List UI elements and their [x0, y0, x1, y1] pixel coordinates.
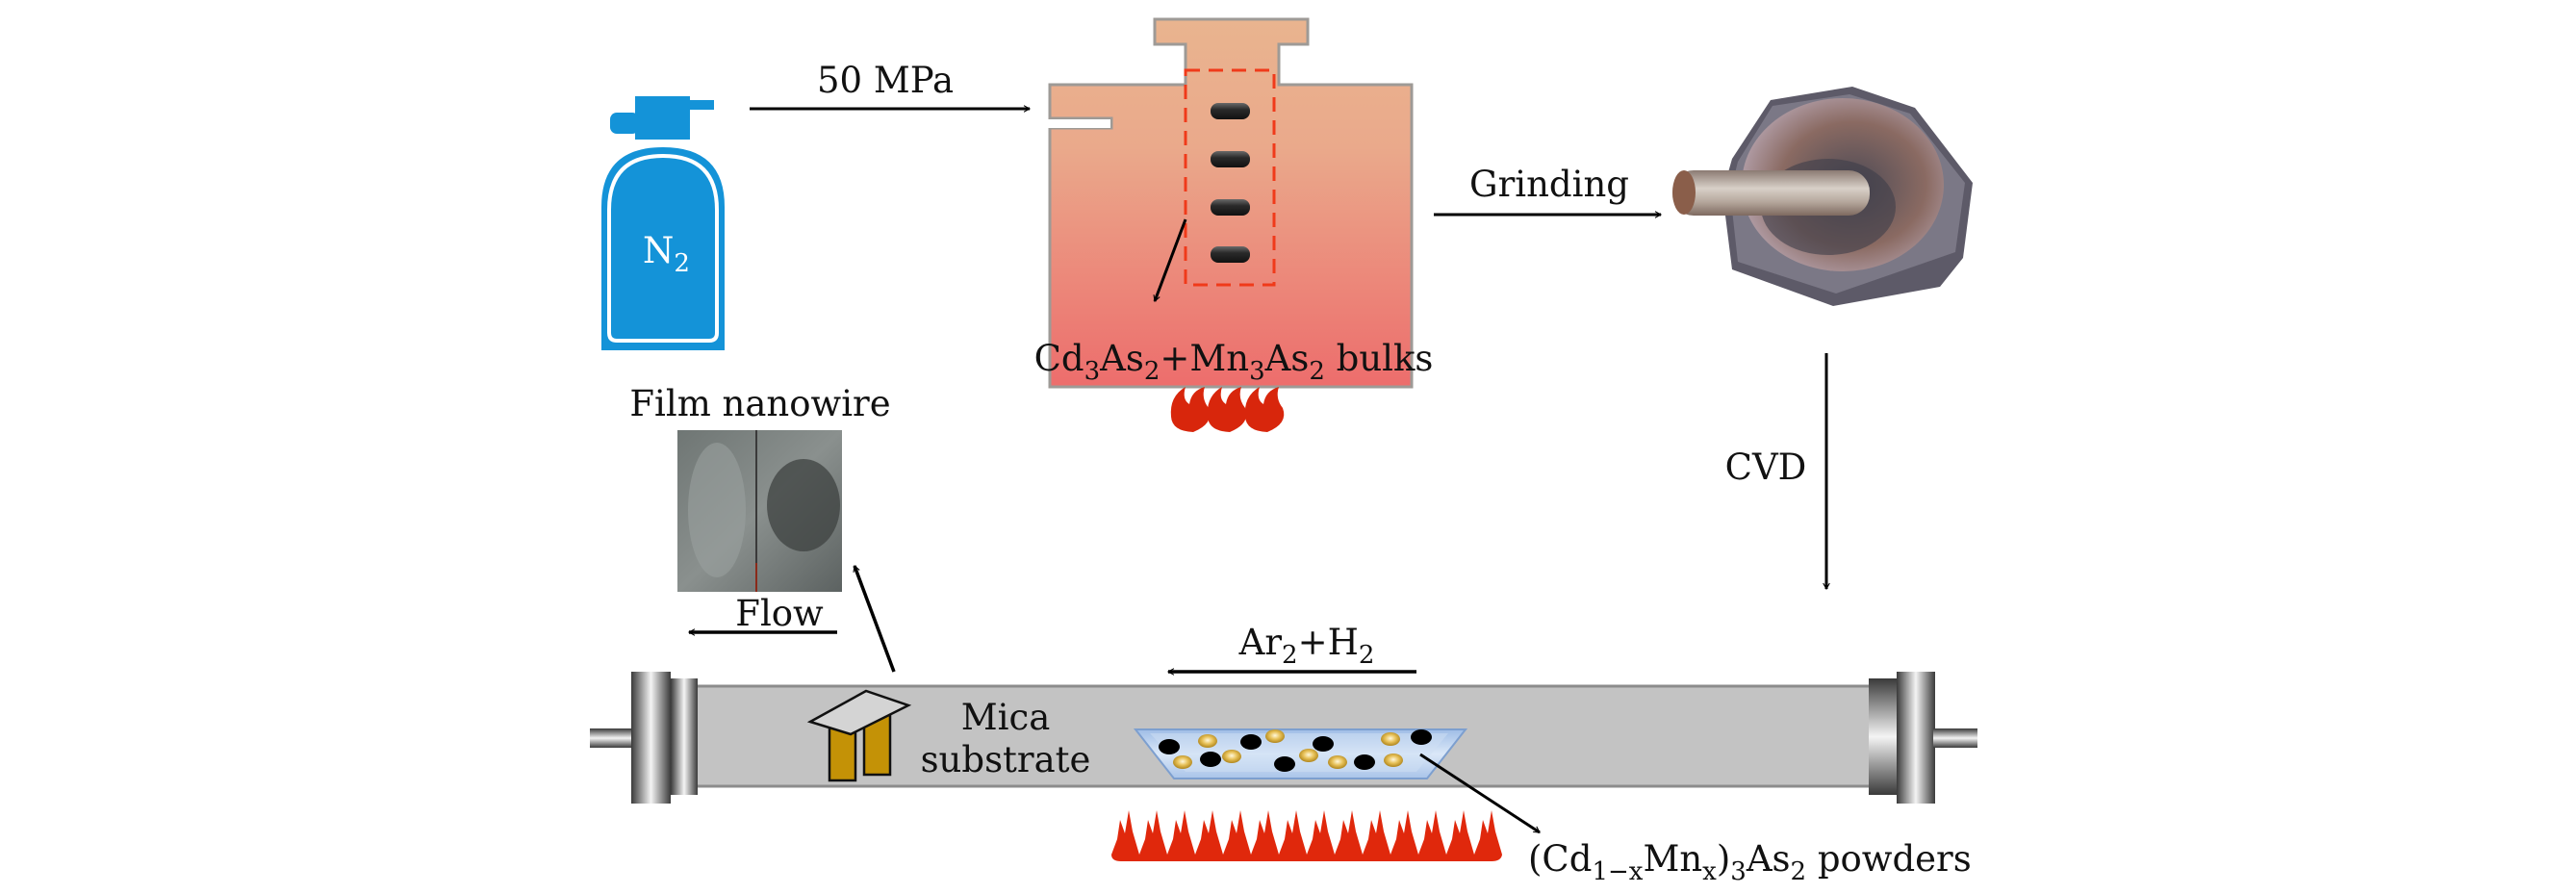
film-nanowire-label: Film nanowire [629, 383, 890, 424]
flow-arrow: Flow [687, 593, 837, 636]
subscript: 2 [1282, 641, 1298, 670]
cvd-arrow: CVD [1725, 353, 1830, 591]
n2-gas-cylinder-icon: N2 [601, 96, 725, 350]
text-run: As [1264, 338, 1310, 379]
cd-particle [1328, 755, 1347, 769]
bulk-sample [1211, 151, 1250, 167]
subscript: 3 [1249, 357, 1265, 386]
grinding-arrow: Grinding [1434, 164, 1663, 218]
film-nanowire-photo [677, 430, 842, 592]
text-run: bulks [1325, 338, 1434, 379]
mn-particle [1159, 739, 1180, 754]
product-arrow [853, 564, 896, 673]
substrate-label-line1: Mica [961, 697, 1051, 738]
pressure-label: 50 MPa [817, 60, 954, 101]
text-run: Ar [1238, 622, 1283, 663]
cd-particle [1299, 749, 1318, 762]
mn-particle [1354, 754, 1375, 770]
cvd-label: CVD [1725, 447, 1807, 488]
pressurize-arrow: 50 MPa [750, 60, 1032, 113]
bulk-sample [1211, 246, 1250, 263]
text-run: powders [1806, 838, 1972, 880]
reactor-flame-icon [1170, 387, 1285, 432]
powder-particles [1159, 729, 1432, 772]
bulk-container-dashed-box [1184, 68, 1276, 287]
gas-flow-arrow: Ar2+H2 [1166, 622, 1416, 676]
gas-label: Ar2+H2 [1238, 622, 1375, 670]
text-run: ) [1717, 838, 1730, 880]
subscript: 3 [1730, 857, 1747, 886]
text-run: +Mn [1160, 338, 1249, 379]
subscript: 2 [1359, 641, 1375, 670]
powder-boat [1133, 728, 1468, 779]
cd-particle [1265, 729, 1285, 743]
mn-particle [1200, 752, 1221, 767]
mn-particle [1240, 734, 1262, 750]
text-run: +H [1298, 622, 1359, 663]
text-run: As [1099, 338, 1144, 379]
subscript: 3 [1084, 357, 1101, 386]
bulk-pointer-arrow [1153, 218, 1187, 303]
bulk-samples [1211, 103, 1250, 263]
mn-particle [1313, 736, 1334, 752]
mn-particle [1274, 756, 1295, 772]
flame-row [1111, 810, 1502, 861]
reactor-caption: Cd3As2+Mn3As2 bulks [1034, 338, 1434, 386]
mica-substrate-icon [806, 689, 912, 782]
text-run: Cd [1034, 338, 1084, 379]
cd-particle [1384, 754, 1403, 767]
subscript: 2 [1144, 357, 1160, 386]
subscript: 1−x [1592, 857, 1643, 886]
flow-label: Flow [735, 593, 824, 634]
cd-particle [1198, 734, 1217, 748]
mn-particle [1411, 729, 1432, 745]
cd-particle [1381, 732, 1400, 746]
text-run: As [1746, 838, 1791, 880]
high-pressure-reactor: Cd3As2+Mn3As2 bulks [1034, 17, 1434, 389]
cylinder-formula: N2 [643, 230, 690, 278]
cd-particle [1222, 750, 1241, 763]
cd-particle [1173, 755, 1192, 769]
furnace-flame-icon [1111, 810, 1502, 861]
powder-pointer-arrow [1419, 753, 1541, 834]
subscript: x [1702, 857, 1717, 886]
powder-label: (Cd1−xMnx)3As2 powders [1528, 838, 1972, 886]
subscript: 2 [1309, 357, 1325, 386]
mortar-pestle-icon [1672, 87, 1973, 306]
bulk-sample [1211, 103, 1250, 119]
subscript: 2 [1791, 857, 1807, 886]
substrate-label-line2: substrate [921, 739, 1091, 780]
bulk-sample [1211, 199, 1250, 216]
text-run: Mn [1643, 838, 1702, 880]
grinding-label: Grinding [1469, 164, 1629, 205]
text-run: (Cd [1528, 838, 1592, 880]
